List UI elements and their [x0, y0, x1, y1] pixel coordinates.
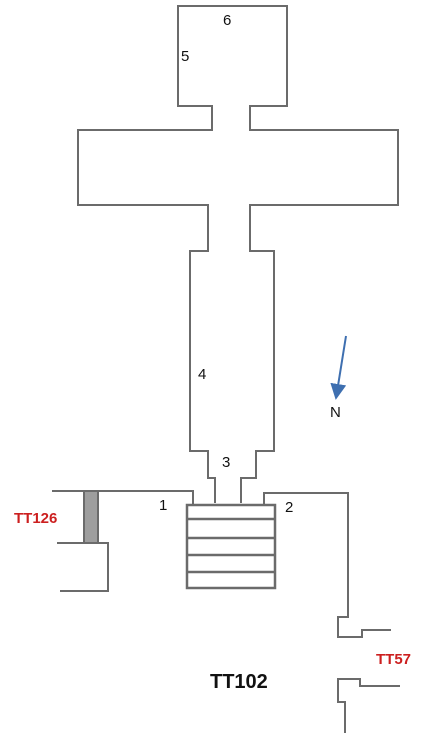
court-wall-right: [263, 492, 391, 638]
north-label: N: [330, 404, 341, 421]
room-label-3: 3: [222, 454, 230, 471]
room-label-4: 4: [198, 366, 206, 383]
north-arrow-icon: [330, 335, 347, 400]
room-label-2: 2: [285, 499, 293, 516]
room-label-6: 6: [223, 12, 231, 29]
stair-step: [185, 503, 277, 590]
room-label-1: 1: [159, 497, 167, 514]
tomb-label-tt126: TT126: [14, 510, 57, 527]
room-label-5: 5: [181, 48, 189, 65]
tomb-label-tt57: TT57: [376, 651, 411, 668]
main-tomb-outline: [77, 5, 399, 503]
court-wall-left: [52, 490, 194, 505]
tomb-label-tt102: TT102: [210, 671, 268, 693]
tt126-pillar: [83, 490, 99, 544]
entrance-staircase: [185, 503, 277, 590]
tt57-wall: [337, 678, 400, 733]
tt126-wall: [57, 542, 109, 592]
